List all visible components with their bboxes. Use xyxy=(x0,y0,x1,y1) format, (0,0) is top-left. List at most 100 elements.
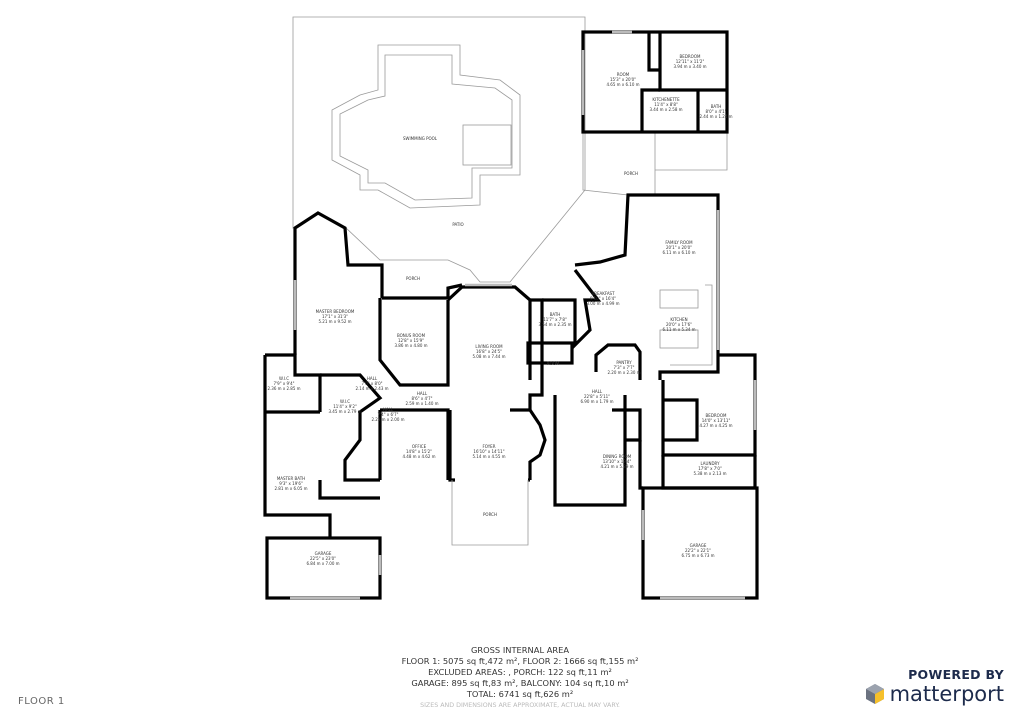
room-label: PORCH xyxy=(624,171,638,176)
powered-by-text: POWERED BY xyxy=(908,667,1004,682)
room-label: W.I.C11'4" x 9'2"3.45 m x 2.79 m xyxy=(328,399,361,414)
room-name: LIVING ROOM xyxy=(475,344,503,349)
room-dimension: 7'9" x 9'4" xyxy=(274,381,295,386)
room-name: W.I.C xyxy=(340,399,350,404)
room-name: OFFICE xyxy=(412,444,427,449)
brand-name: matterport xyxy=(889,682,1004,706)
room-name: GARAGE xyxy=(690,543,707,548)
room-dimension: 2.14 m x 2.43 m xyxy=(355,386,388,391)
room-dimension: 14'0" x 13'11" xyxy=(702,418,731,423)
room-dimension: 3.86 m x 4.80 m xyxy=(394,343,427,348)
area-summary: GROSS INTERNAL AREA FLOOR 1: 5075 sq ft,… xyxy=(330,645,710,711)
area-line-excluded: EXCLUDED AREAS: , PORCH: 122 sq ft,11 m² xyxy=(428,667,612,677)
room-dimension: 2.81 m x 6.05 m xyxy=(274,486,307,491)
room-dimension: 4.65 m x 6.10 m xyxy=(606,82,639,87)
room-dimension: 2.59 m x 1.40 m xyxy=(405,401,438,406)
room-dimension: 7'4" x 6'7" xyxy=(378,412,399,417)
room-name: HALL xyxy=(383,407,394,412)
center-walls xyxy=(446,269,602,546)
room-dimension: 3.44 m x 2.58 m xyxy=(649,107,682,112)
room-name: PORCH xyxy=(406,276,420,281)
room-dimension: 3.54 m x 2.35 m xyxy=(538,322,571,327)
room-name: BATH xyxy=(711,104,722,109)
patio-outline xyxy=(292,16,586,283)
room-dimension: 16'10" x 14'11" xyxy=(473,449,504,454)
room-dimension: 2.36 m x 2.85 m xyxy=(267,386,300,391)
east-wing-walls xyxy=(553,193,759,600)
area-line-floors: FLOOR 1: 5075 sq ft,472 m², FLOOR 2: 166… xyxy=(401,656,639,666)
room-dimension: 22'5" x 23'0" xyxy=(310,556,336,561)
guest-suite-walls xyxy=(581,30,729,134)
room-dimension: 9'3" x 19'6" xyxy=(279,481,303,486)
room-name: BONUS ROOM xyxy=(397,333,426,338)
room-dimension: 12'8" x 15'9" xyxy=(398,338,424,343)
room-dimension: 22'8" x 5'11" xyxy=(584,394,610,399)
room-dimension: 6.90 m x 1.79 m xyxy=(580,399,613,404)
room-dimension: 22'2" x 22'1" xyxy=(685,548,711,553)
room-label: ROOM xyxy=(547,361,560,366)
room-dimension: 4.48 m x 4.62 m xyxy=(402,454,435,459)
room-dimension: 17'8" x 7'0" xyxy=(698,466,722,471)
disclaimer: SIZES AND DIMENSIONS ARE APPROXIMATE, AC… xyxy=(420,702,620,709)
matterport-branding: POWERED BY matterport xyxy=(864,667,1004,706)
room-name: FAMILY ROOM xyxy=(665,240,693,245)
room-name: HALL xyxy=(417,391,428,396)
room-dimension: 3.45 m x 2.79 m xyxy=(328,409,361,414)
room-name: BATH xyxy=(550,312,561,317)
room-name: BREAKFAST xyxy=(591,291,615,296)
room-name: DINING ROOM xyxy=(603,454,632,459)
room-dimension: 14'8" x 15'2" xyxy=(406,449,432,454)
west-wing-walls xyxy=(263,211,463,600)
room-dimension: 4.27 m x 4.25 m xyxy=(699,423,732,428)
room-label: PATIO xyxy=(452,222,463,227)
room-dimension: 6.11 m x 6.10 m xyxy=(662,250,695,255)
room-name: PATIO xyxy=(452,222,463,227)
room-dimension: 8'6" x 4'7" xyxy=(412,396,433,401)
room-dimension: 11'4" x 8'8" xyxy=(654,102,678,107)
room-dimension: 8'0" x 4'1" xyxy=(706,109,727,114)
room-dimension: 5.38 m x 2.13 m xyxy=(693,471,726,476)
room-dimension: 20'1" x 20'0" xyxy=(666,245,692,250)
room-name: W.I.C xyxy=(279,376,289,381)
room-dimension: 11'4" x 9'2" xyxy=(333,404,357,409)
room-dimension: 11'7" x 7'8" xyxy=(543,317,567,322)
room-dimension: 6.11 m x 5.34 m xyxy=(662,327,695,332)
room-name: MASTER BATH xyxy=(277,476,305,481)
room-name: SWIMMING POOL xyxy=(403,136,438,141)
room-dimension: 5.08 m x 7.44 m xyxy=(472,354,505,359)
room-dimension: 2.44 m x 1.24 m xyxy=(699,114,732,119)
area-line-garage: GARAGE: 895 sq ft,83 m², BALCONY: 104 sq… xyxy=(411,678,629,688)
room-name: BEDROOM xyxy=(680,54,701,59)
room-name: HALL xyxy=(367,376,378,381)
pool-outline xyxy=(331,44,521,209)
floor-label: FLOOR 1 xyxy=(18,696,65,707)
room-name: PANTRY xyxy=(616,360,632,365)
room-name: ROOM xyxy=(547,361,560,366)
room-name: BEDROOM xyxy=(706,413,727,418)
room-dimension: 9'10" x 16'4" xyxy=(590,296,616,301)
room-name: LAUNDRY xyxy=(700,461,720,466)
room-label: W.I.C7'9" x 9'4"2.36 m x 2.85 m xyxy=(267,376,300,391)
room-name: HALL xyxy=(592,389,603,394)
